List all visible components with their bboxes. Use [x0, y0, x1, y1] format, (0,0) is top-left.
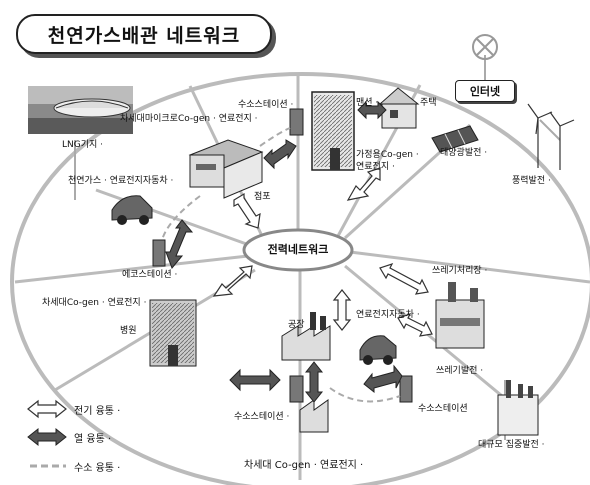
heat-arrows: [165, 100, 403, 403]
wind-turbines-image: [527, 103, 575, 170]
label-apartment: 맨션 ·: [356, 98, 379, 108]
label-wind: 풍력발전 ·: [512, 176, 551, 186]
label-hospital-cogen: 차세대Co-gen · 연료전지 ·: [42, 298, 147, 308]
label-large-power: 대규모 집중발전 ·: [478, 440, 545, 450]
legend-heat-label: 열 융통 ·: [74, 434, 112, 445]
hospital-building-image: [149, 299, 197, 367]
large-power-plant-image: [497, 380, 539, 436]
lng-terminal-image: [28, 86, 133, 134]
label-hospital: 병원: [120, 326, 137, 336]
label-solar: 태양광발전 ·: [440, 148, 488, 158]
label-hydrogen-station-top: 수소스테이션 ·: [238, 100, 294, 110]
label-store: 점포: [254, 192, 271, 202]
label-home-cogen-2: 연료전지 ·: [356, 162, 395, 172]
label-waste-power: 쓰레기발전 ·: [436, 366, 484, 376]
hydrogen-tank-bottom: [289, 375, 304, 403]
store-building-image: [188, 139, 264, 199]
power-network-label: 전력네트워크: [267, 243, 329, 256]
solar-panel-image: [431, 125, 479, 153]
factory-image: [281, 312, 331, 361]
legend-heat-arrow: [27, 427, 67, 447]
label-lng: LNG기지 ·: [62, 140, 104, 150]
label-micro-cogen: 차세대마이크로Co-gen · 연료전지 ·: [120, 114, 258, 124]
center-ring: [242, 228, 354, 272]
label-waste-facility: 쓰레기처리장 ·: [432, 266, 488, 276]
internet-label: 인터넷: [469, 85, 501, 98]
label-eco-station: 에코스테이션 ·: [122, 270, 178, 280]
label-hydrogen-station-right: 수소스테이션: [418, 404, 468, 414]
house-image: [378, 87, 420, 129]
label-bottom-caption: 차세대 Co-gen · 연료전지 ·: [244, 460, 364, 471]
eco-station-tank: [152, 239, 166, 267]
hydrogen-tank-right: [399, 375, 413, 403]
apartment-building-image: [311, 91, 355, 171]
waste-facility-image: [435, 282, 485, 349]
label-fuelcell-car: 연료전지자동차 ·: [356, 310, 420, 320]
label-hydrogen-station-bottom: 수소스테이션 ·: [234, 412, 290, 422]
power-network-node: 전력네트워크: [248, 232, 348, 266]
internet-node: 인터넷: [455, 80, 515, 102]
hydrogen-dashed-lines: [161, 127, 401, 403]
title-badge: 천연가스배관 네트워크: [16, 14, 272, 54]
label-house: 주택: [420, 98, 437, 108]
legend-electricity-arrow: [27, 399, 67, 419]
globe-icon: [472, 34, 498, 60]
label-ng-fuelcell-car: 천연가스 · 연료전지자동차 ·: [68, 176, 174, 186]
label-factory: 공장: [288, 320, 305, 330]
hydrogen-tank-top: [289, 108, 304, 136]
legend-electricity-label: 전기 융통 ·: [74, 406, 121, 417]
pipeline-outer-ring: [10, 72, 590, 485]
ng-fuelcell-car-image: [111, 195, 153, 225]
legend-hydrogen-label: 수소 융통 ·: [74, 463, 121, 474]
bottom-factory-image: [299, 399, 329, 433]
page-title: 천연가스배관 네트워크: [47, 24, 241, 47]
electricity-arrows: [212, 167, 433, 337]
fuelcell-car-image: [359, 335, 397, 365]
label-home-cogen-1: 가정용Co-gen ·: [356, 150, 419, 160]
